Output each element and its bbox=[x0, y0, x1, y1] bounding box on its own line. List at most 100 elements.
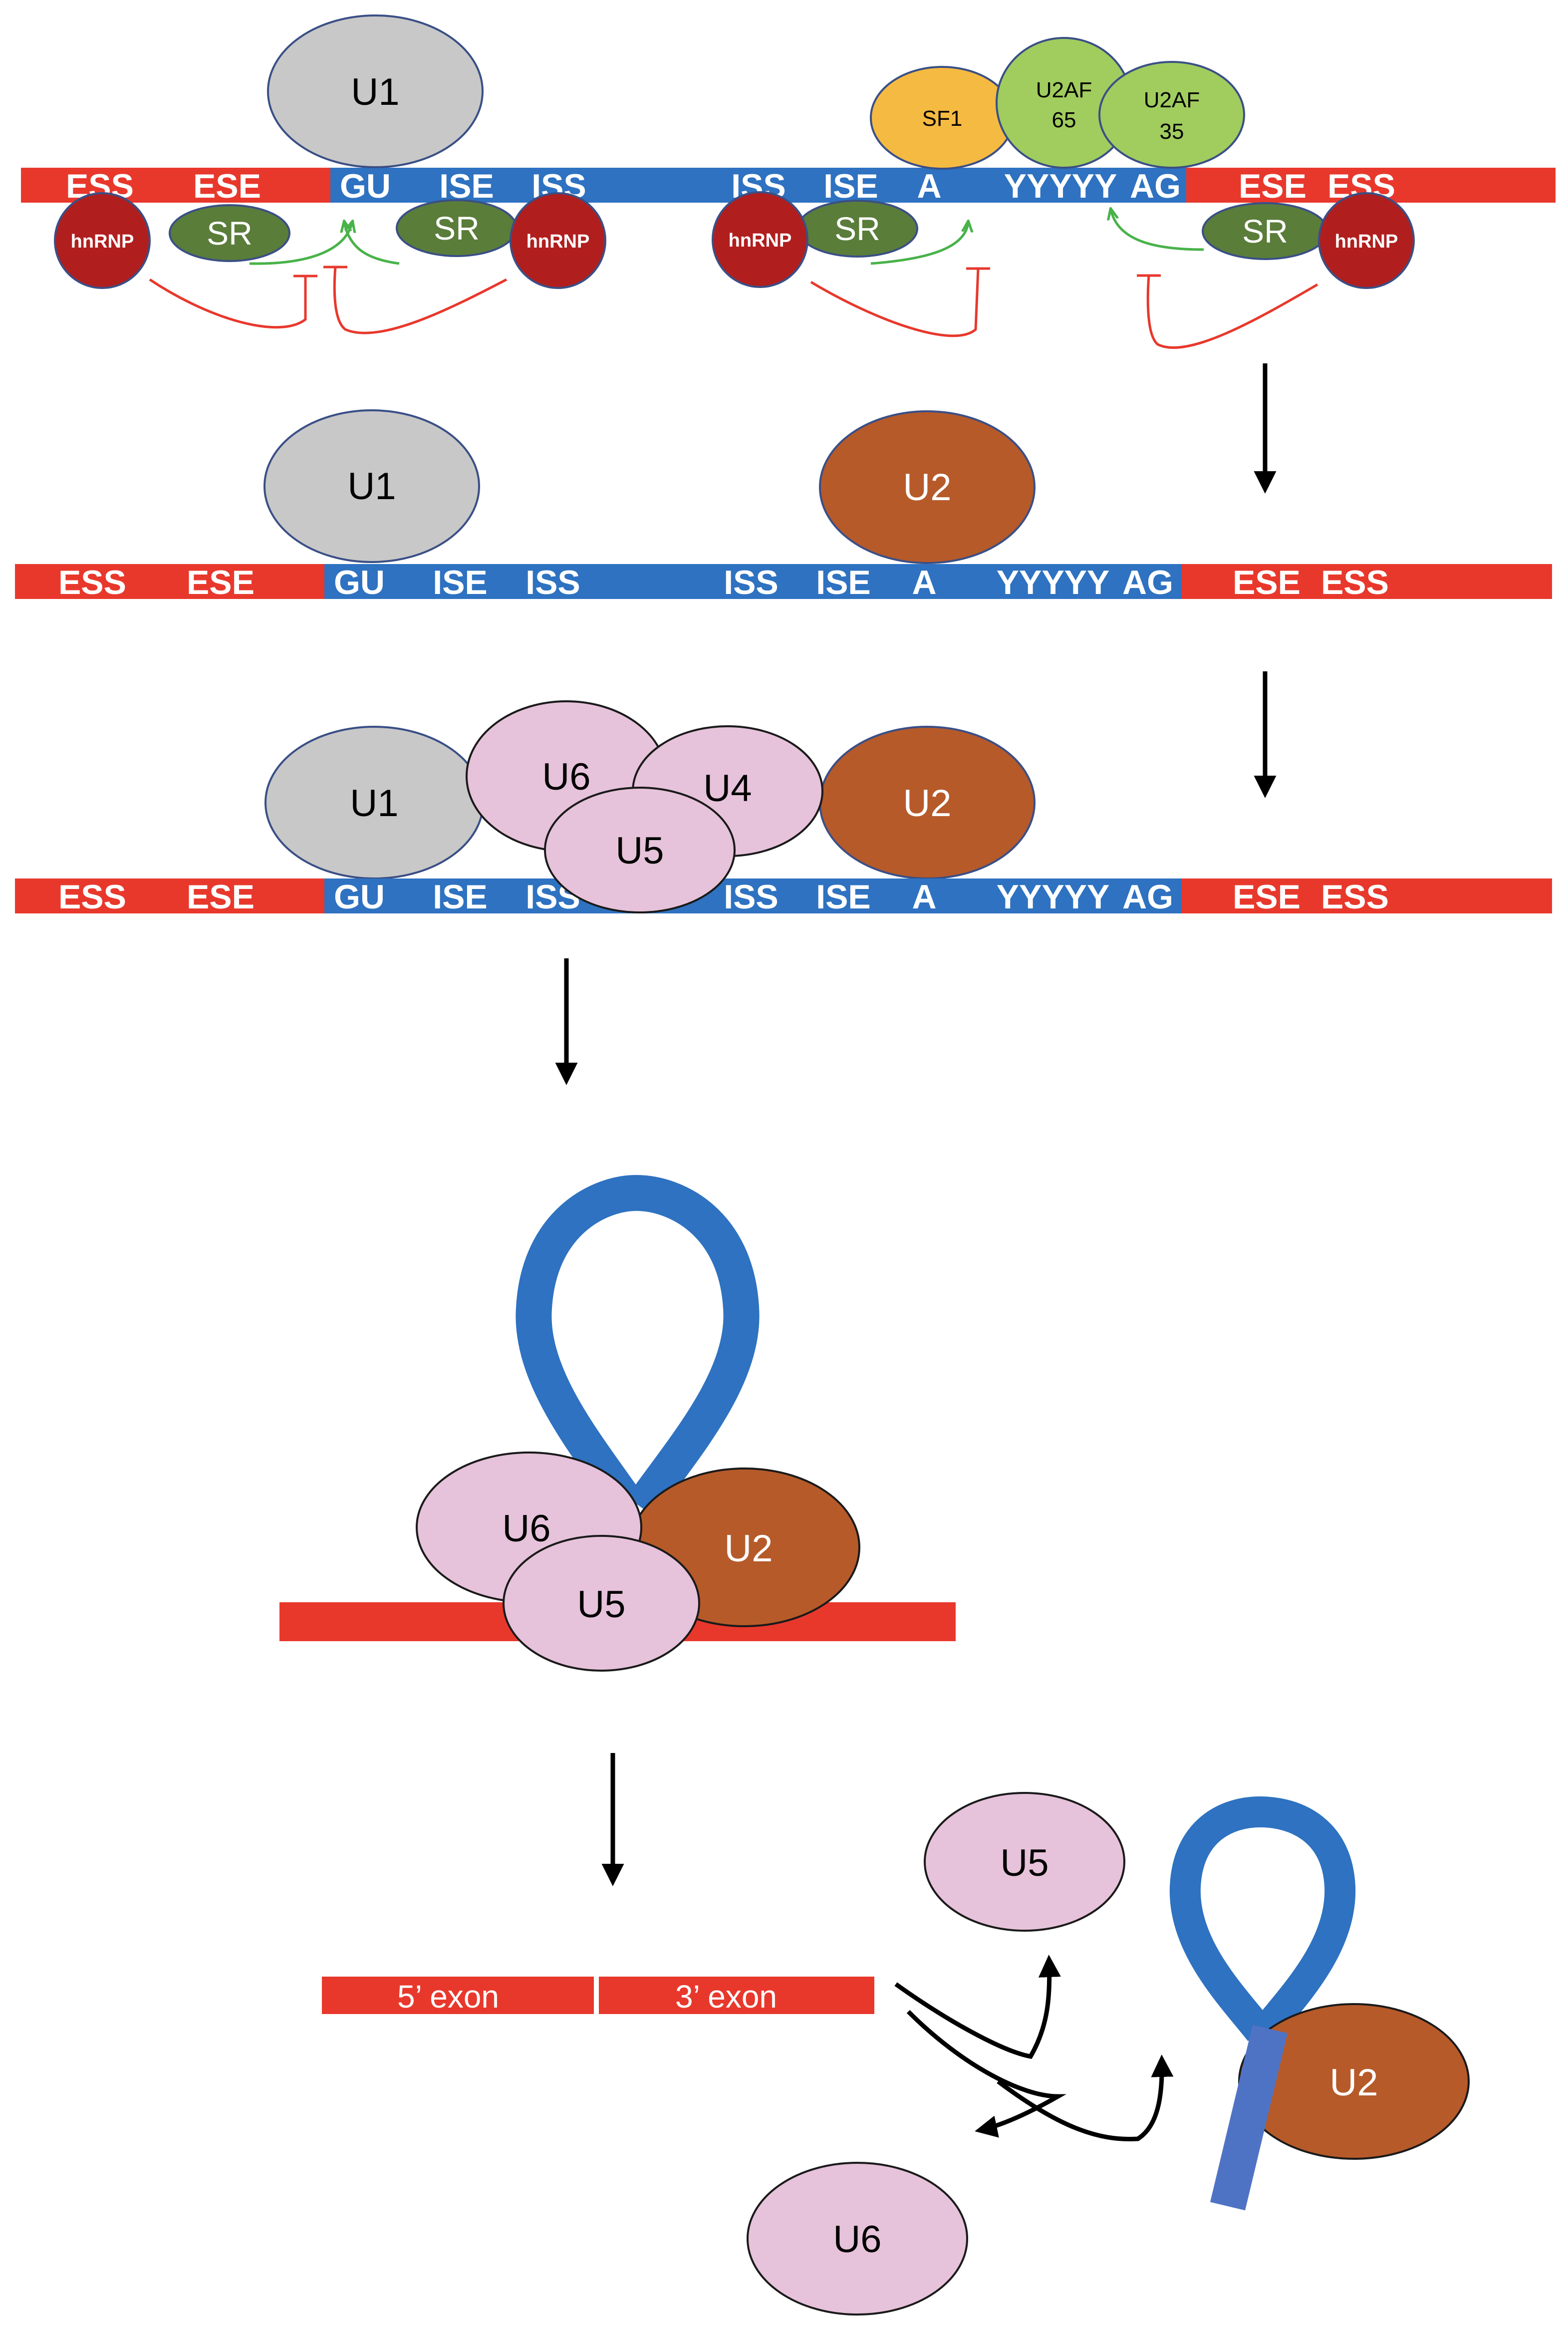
stage2: U1 U2 ESS ESE GU ISE ISS ISS ISE A YYYYY… bbox=[15, 409, 1552, 601]
stage4-intron-lariat bbox=[516, 1174, 760, 1518]
stage3-ess-right: ESS bbox=[1321, 878, 1389, 916]
stage5-u5-label: U5 bbox=[1000, 1842, 1048, 1884]
stage2-ess-left: ESS bbox=[58, 564, 126, 601]
stage5-3prime-exon-bar bbox=[599, 1977, 874, 2014]
stage3-iss-3: ISS bbox=[724, 878, 779, 916]
stage5: 5’ exon 3’ exon U5 U6 U2 bbox=[322, 1792, 1470, 2316]
stage1-branch-a: A bbox=[917, 167, 941, 205]
stage4-u2-label: U2 bbox=[724, 1527, 773, 1570]
stage1-u2af35 bbox=[1098, 61, 1245, 169]
stage1-polypyrimidine: YYYYY bbox=[1004, 167, 1117, 205]
stage3-ag: AG bbox=[1122, 878, 1173, 916]
stage1-u2af35-label-2: 35 bbox=[1160, 119, 1184, 144]
stage2-gu: GU bbox=[334, 564, 385, 601]
stage3-gu: GU bbox=[334, 878, 385, 916]
stage5-lariat-tail bbox=[1210, 2025, 1288, 2211]
stage2-ess-right: ESS bbox=[1321, 564, 1389, 601]
stage3-right-exon-bar bbox=[1182, 878, 1552, 913]
stage5-u6-snrnp bbox=[747, 2162, 968, 2316]
stage5-lariat-loop bbox=[1169, 1796, 1356, 2041]
stage5-3prime-exon-label: 3’ exon bbox=[675, 1979, 777, 2015]
stage2-iss-5: ISS bbox=[525, 564, 580, 601]
stage5-u5-snrnp bbox=[924, 1792, 1125, 1932]
stage1-sf1-label: SF1 bbox=[922, 106, 963, 131]
stage3-ise-5: ISE bbox=[433, 878, 488, 916]
stage2-iss-3: ISS bbox=[724, 564, 779, 601]
stage4-u5-snrnp bbox=[503, 1535, 700, 1672]
stage1-ese-left: ESE bbox=[193, 167, 261, 205]
stage3-u2-label: U2 bbox=[903, 782, 951, 825]
stage2-ise-3: ISE bbox=[816, 564, 871, 601]
stage5-5prime-exon-label: 5’ exon bbox=[397, 1979, 499, 2015]
stage5-u6-label: U6 bbox=[833, 2218, 881, 2261]
stage2-ese-left: ESE bbox=[187, 564, 255, 601]
stage1-sr-4-label: SR bbox=[1242, 213, 1288, 250]
stage5-u2-label: U2 bbox=[1329, 2061, 1378, 2104]
stage3-u5-snrnp bbox=[544, 787, 736, 913]
stage1-sr-3-label: SR bbox=[834, 210, 880, 247]
stage2-ise-5: ISE bbox=[433, 564, 488, 601]
stage1-hnrnp-3-label: hnRNP bbox=[729, 230, 792, 251]
stage3-intron-bar bbox=[324, 878, 1182, 913]
stage1-inhibit-line-3 bbox=[810, 268, 980, 337]
stage3-branch-a: A bbox=[912, 878, 936, 916]
stage3-u6-label: U6 bbox=[542, 756, 590, 798]
stage1-activate-arrow-2 bbox=[344, 222, 400, 265]
stage1-gu: GU bbox=[340, 167, 391, 205]
stage3-ess-left: ESS bbox=[58, 878, 126, 916]
stage1-u1-snrnp bbox=[267, 14, 484, 168]
stage1-hnrnp-1 bbox=[54, 192, 151, 289]
stage2-polypyrimidine: YYYYY bbox=[997, 564, 1110, 601]
stage3-ese-right: ESE bbox=[1233, 878, 1301, 916]
stage5-release-stem-2 bbox=[906, 2010, 1066, 2138]
stage3: U1 U2 ESS ESE GU ISE ISS ISS ISE A YYYYY… bbox=[15, 700, 1552, 916]
stage3-ise-3: ISE bbox=[816, 878, 871, 916]
stage4: U2 U6 U5 bbox=[279, 1174, 956, 1672]
stage1-u2af65-label-2: 65 bbox=[1052, 108, 1076, 132]
stage1-u1-label: U1 bbox=[351, 71, 399, 113]
stage4-u6-label: U6 bbox=[502, 1507, 550, 1550]
stage1: ESS ESE GU ISE ISS ISS ISE A YYYYY AG ES… bbox=[21, 14, 1556, 349]
stage1-ag: AG bbox=[1130, 167, 1181, 205]
stage1-hnrnp-4-label: hnRNP bbox=[1335, 231, 1398, 252]
stage2-u1-snrnp bbox=[263, 409, 480, 563]
stage3-ese-left: ESE bbox=[187, 878, 255, 916]
stage1-inhibit-line-4 bbox=[1146, 275, 1318, 349]
stage1-hnrnp-2 bbox=[510, 192, 606, 289]
stage2-intron-bar bbox=[324, 564, 1182, 599]
stage3-polypyrimidine: YYYYY bbox=[997, 878, 1110, 916]
stage1-inhibit-line-1 bbox=[149, 276, 307, 329]
stage2-u2-snrnp bbox=[819, 410, 1036, 564]
stage5-release-stem-1 bbox=[894, 1955, 1061, 2059]
stage1-u2af35-label-1: U2AF bbox=[1144, 88, 1200, 112]
stage2-ese-right: ESE bbox=[1233, 564, 1301, 601]
stage2-branch-a: A bbox=[912, 564, 936, 601]
stage1-hnrnp-2-label: hnRNP bbox=[526, 231, 590, 252]
stage1-sr-1 bbox=[169, 204, 290, 262]
stage2-u2-label: U2 bbox=[903, 466, 951, 509]
stage5-5prime-exon-bar bbox=[322, 1977, 594, 2014]
stage3-left-exon-bar bbox=[15, 878, 324, 913]
stage3-u4-label: U4 bbox=[703, 767, 752, 810]
stage1-sr-1-label: SR bbox=[207, 215, 253, 252]
stage1-hnrnp-1-label: hnRNP bbox=[71, 231, 134, 252]
stage2-left-exon-bar bbox=[15, 564, 324, 599]
stage4-u5-label: U5 bbox=[577, 1583, 625, 1626]
stage3-u5-label: U5 bbox=[615, 830, 664, 872]
stage2-ag: AG bbox=[1122, 564, 1173, 601]
stage1-sr-2-label: SR bbox=[434, 210, 480, 247]
stage1-left-exon-bar bbox=[21, 168, 330, 203]
stage1-u2af65-label-1: U2AF bbox=[1036, 78, 1092, 102]
stage2-u1-label: U1 bbox=[347, 465, 396, 508]
stage1-hnrnp-3 bbox=[712, 191, 808, 288]
stage1-ise-3: ISE bbox=[823, 167, 878, 205]
stage1-activate-arrow-3 bbox=[870, 222, 968, 265]
stage1-activate-arrow-4 bbox=[1111, 210, 1204, 251]
stage1-inhibit-line-2 bbox=[333, 267, 508, 334]
stage1-ise-5: ISE bbox=[439, 167, 494, 205]
stage1-ese-right: ESE bbox=[1239, 167, 1307, 205]
stage2-right-exon-bar bbox=[1182, 564, 1552, 599]
stage3-u1-label: U1 bbox=[350, 782, 398, 825]
stage5-release-stem-3 bbox=[997, 2054, 1174, 2142]
